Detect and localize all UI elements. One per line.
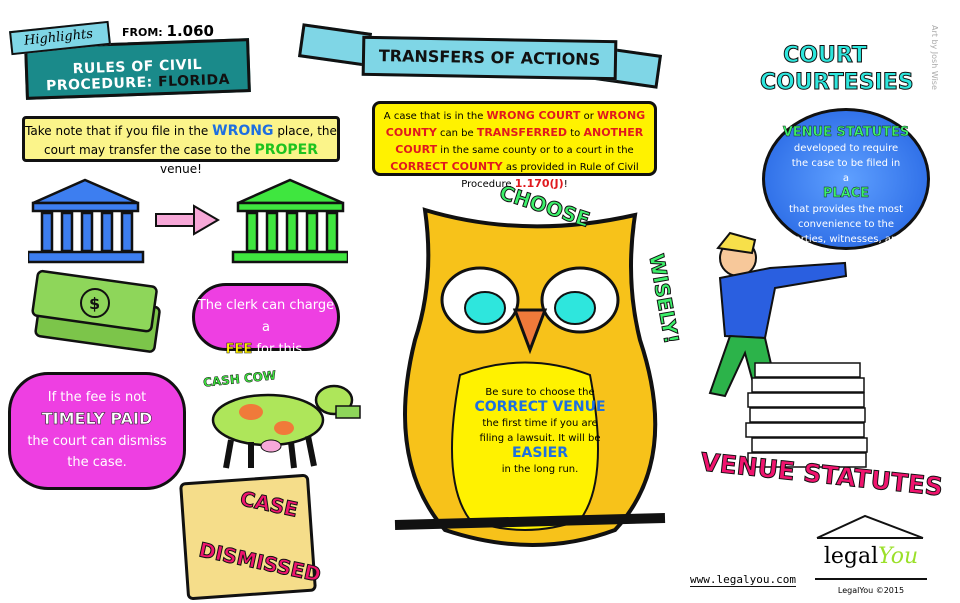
- ribbon-tail-left: [297, 23, 373, 67]
- box-text: in the same county or to a court in the: [440, 145, 634, 156]
- rule-from: FROM: 1.060: [122, 22, 214, 40]
- box-text: to: [570, 128, 581, 139]
- box-correct-county: CORRECT COUNTY: [390, 160, 503, 173]
- courtesies-line2: COURTESIES: [760, 70, 915, 96]
- fee-cloud: The clerk can charge a FEE for this.: [192, 283, 340, 357]
- logo-legal: legal: [823, 544, 879, 569]
- speech-bubble: VENUE STATUTES developed to require the c…: [762, 108, 930, 260]
- owl-text: in the long run.: [501, 464, 579, 475]
- art-credit: Art by Josh Wise: [930, 25, 939, 90]
- svg-text:$: $: [89, 294, 100, 313]
- man-with-papers-illustration: [708, 231, 868, 468]
- courthouse-icon-green: [231, 178, 348, 264]
- box-another-court: ANOTHER COURT: [395, 126, 644, 156]
- from-label: FROM:: [122, 26, 163, 39]
- note-text: place, the court may transfer the case t…: [44, 124, 337, 157]
- box-wrong-county: WRONG COUNTY: [385, 109, 646, 139]
- rule-number: 1.060: [166, 22, 214, 40]
- note-proper: PROPER: [254, 142, 318, 158]
- courthouse-icon-blue: [28, 178, 145, 264]
- courthouse-transfer-illustration: [28, 178, 348, 264]
- courtesies-line1: COURT: [783, 43, 868, 69]
- transfer-rule-box: A case that is in the WRONG COURT or WRO…: [372, 101, 657, 190]
- owl-text: Be sure to choose the: [485, 387, 595, 398]
- logo-you: You: [878, 544, 919, 569]
- box-transferred: TRANSFERRED: [476, 126, 568, 139]
- money-icon: $: [31, 269, 161, 353]
- timely-highlight: TIMELY PAID: [41, 409, 153, 429]
- box-wrong-court: WRONG COURT: [486, 109, 581, 122]
- timely-text: If the fee is not: [47, 390, 147, 405]
- timely-text: the court can dismiss the case.: [27, 434, 167, 470]
- box-text: or: [583, 111, 594, 122]
- bubble-text: that provides the most convenience to th…: [788, 204, 904, 260]
- note-wrong: WRONG: [212, 123, 274, 139]
- box-text: !: [563, 179, 568, 190]
- note-text: venue!: [160, 162, 202, 176]
- banner-title: TRANSFERS OF ACTIONS: [361, 35, 618, 81]
- legalyou-logo: legalYou LegalYou ©2015: [815, 512, 927, 600]
- box-text: A case that is in the: [383, 111, 484, 122]
- note-text: Take note that if you file in the: [25, 124, 209, 138]
- fee-text: The clerk can charge a: [197, 298, 335, 335]
- bubble-venue-statutes: VENUE STATUTES: [782, 125, 910, 140]
- bubble-text: developed to require the case to be file…: [791, 143, 901, 184]
- logo-roof-icon: [816, 514, 924, 539]
- box-text: as provided in Rule of Civil Procedure: [461, 162, 639, 190]
- owl-correct-venue: CORRECT VENUE: [474, 399, 606, 415]
- fee-highlight: FEE: [225, 342, 253, 358]
- bubble-place: PLACE: [822, 186, 870, 201]
- arrow-icon: [155, 204, 220, 236]
- owl-illustration: [394, 207, 666, 547]
- box-rule: 1.170(J): [514, 177, 564, 190]
- fee-text: for this.: [256, 342, 307, 357]
- copyright: LegalYou ©2015: [815, 578, 927, 595]
- owl-easier: EASIER: [511, 445, 569, 461]
- owl-text: the first time if you are filing a lawsu…: [479, 418, 601, 444]
- note-box: Take note that if you file in the WRONG …: [22, 116, 340, 176]
- title-state: FLORIDA: [157, 71, 231, 91]
- box-text: can be: [439, 128, 474, 139]
- cow-illustration: [211, 384, 361, 469]
- website-link[interactable]: www.legalyou.com: [690, 573, 796, 587]
- title-line2: PROCEDURE:: [45, 74, 154, 95]
